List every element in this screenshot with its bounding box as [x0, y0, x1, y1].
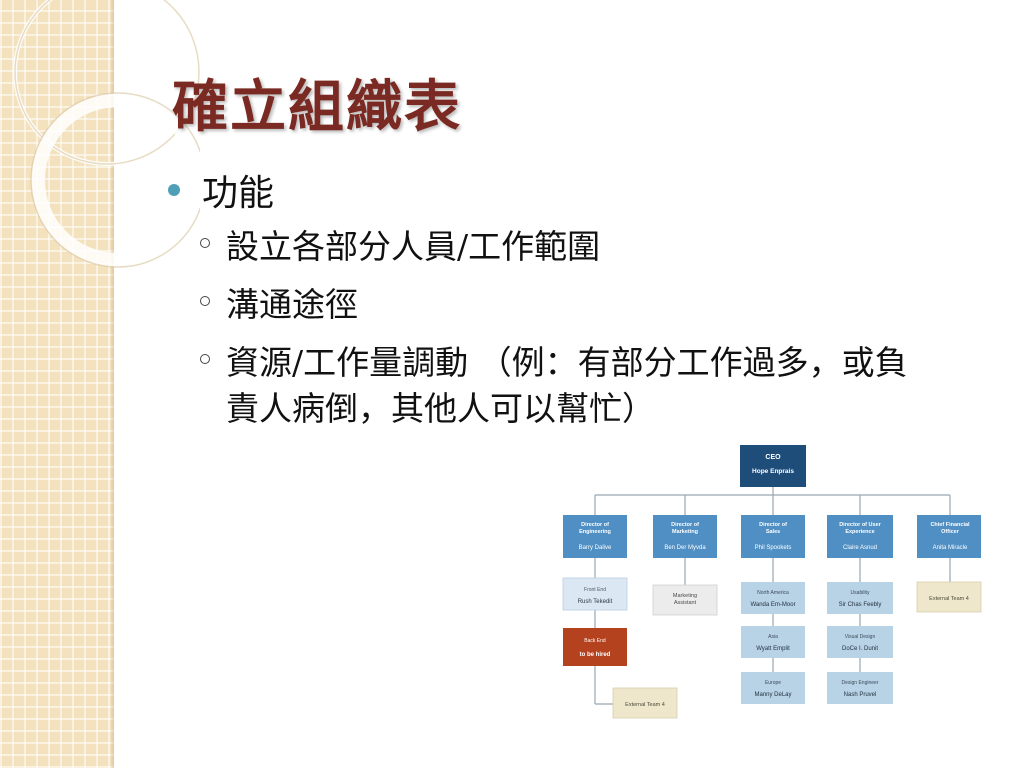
sub-bullet-text: 設立各部分人員/工作範圍: [226, 227, 601, 266]
org-node-sales-north-america: North America Wanda Em-Moor: [741, 582, 805, 614]
org-node-name: Phil Spookets: [755, 545, 792, 551]
org-node-external-team-engineering: External Team 4: [612, 687, 678, 719]
org-node-name: Claire Asnud: [843, 545, 877, 551]
org-node-name: Manny DeLay: [754, 692, 791, 698]
org-node-role: Visual Design: [845, 634, 876, 640]
org-node-ux-design-engineer: Design Engineer Nash Pruvel: [827, 672, 893, 704]
bullet-level1: 功能: [168, 164, 274, 216]
decorative-side-strip: [0, 0, 114, 768]
org-node-sales-europe: Europe Manny DeLay: [741, 672, 805, 704]
sub-bullet-3: 資源/工作量調動 （例：有部分工作過多，或負責人病倒，其他人可以幫忙）: [200, 340, 936, 432]
hollow-bullet-icon: [200, 296, 210, 306]
sub-bullet-text: 資源/工作量調動 （例：有部分工作過多，或負責人病倒，其他人可以幫忙）: [226, 343, 908, 428]
org-node-role: Usability: [851, 590, 870, 596]
org-node-name: Barry Dalive: [579, 545, 612, 551]
org-chart-connectors: [594, 487, 951, 705]
org-node-name: Rush Tekedit: [578, 599, 613, 605]
org-node-name: Wanda Em-Moor: [750, 602, 795, 608]
org-node-role: Asia: [768, 634, 778, 640]
org-node-name: DoCe I. Dunit: [842, 646, 878, 652]
org-node-role: Back End: [584, 638, 606, 644]
org-node-role: Europe: [765, 680, 781, 686]
org-node-name: to be hired: [580, 652, 611, 658]
sub-bullet-2: 溝通途徑: [200, 282, 936, 328]
org-node-role: External Team 4: [929, 596, 969, 602]
bullet-level1-text: 功能: [202, 173, 275, 214]
org-node-ux-usability: Usability Sir Chas Feebly: [827, 582, 893, 614]
org-node-name: Hope Enprais: [752, 468, 794, 475]
org-node-back-end: Back End to be hired: [563, 628, 627, 666]
org-node-ceo: CEO Hope Enprais: [740, 445, 806, 487]
org-node-role: Front End: [584, 587, 606, 593]
sub-bullet-1: 設立各部分人員/工作範圍: [200, 224, 936, 270]
org-node-role: Design Engineer: [842, 680, 879, 686]
org-node-external-team-finance: External Team 4: [916, 581, 982, 613]
org-node-name: Sir Chas Feebly: [839, 602, 882, 608]
org-node-name: Nash Pruvel: [844, 692, 877, 698]
org-node-role: External Team 4: [625, 702, 665, 708]
bullet-dot-icon: [168, 184, 180, 196]
org-node-ux-visual-design: Visual Design DoCe I. Dunit: [827, 626, 893, 658]
org-node-name: Anita Miracle: [933, 545, 968, 551]
org-node-name: Ben Der Myvda: [664, 545, 706, 551]
slide-title: 確立組織表: [172, 74, 462, 140]
sub-bullet-text: 溝通途徑: [226, 285, 358, 324]
org-node-sales-asia: Asia Wyatt Emplit: [741, 626, 805, 658]
hollow-bullet-icon: [200, 354, 210, 364]
org-node-role: North America: [757, 590, 789, 596]
org-node-front-end: Front End Rush Tekedit: [562, 577, 628, 611]
org-node-name: Wyatt Emplit: [756, 646, 790, 652]
hollow-bullet-icon: [200, 238, 210, 248]
org-node-role: CEO: [765, 454, 781, 461]
